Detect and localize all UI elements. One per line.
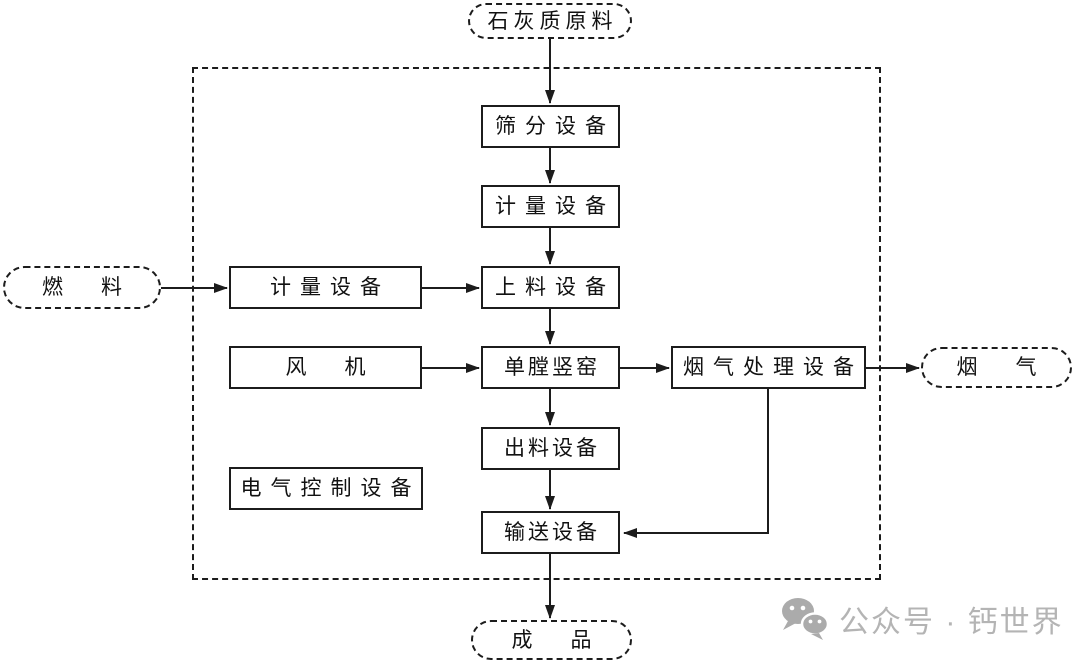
node-product-label: 成品: [511, 627, 630, 652]
node-metering-left-label: 计量设备: [270, 275, 390, 299]
node-flue-treatment-label: 烟气处理设备: [683, 355, 863, 379]
edge-flue-treatment-conveying: [623, 389, 769, 538]
node-electric-control-equipment: 电气控制设备: [229, 467, 423, 510]
wechat-icon: [782, 598, 830, 640]
node-discharge-equipment: 出料设备: [481, 427, 620, 470]
node-flue-gas-label: 烟气: [956, 355, 1075, 379]
watermark-text: 公众号 · 钙世界: [839, 606, 1064, 639]
node-flue-gas-treatment-equipment: 烟气处理设备: [671, 346, 866, 389]
node-conveying-label: 输送设备: [504, 520, 600, 544]
node-metering-center-label: 计量设备: [495, 194, 615, 218]
node-electric-control-label: 电气控制设备: [240, 476, 421, 500]
watermark: 公众号 · 钙世界: [779, 596, 1064, 642]
node-screening-label: 筛分设备: [495, 114, 615, 138]
node-fan: 风机: [229, 346, 422, 389]
system-boundary-box: [192, 67, 881, 580]
node-metering-equipment-center: 计量设备: [481, 185, 620, 228]
node-metering-equipment-left: 计量设备: [229, 266, 422, 309]
node-fan-label: 风机: [285, 355, 404, 379]
node-limestone-label: 石灰质原料: [487, 8, 618, 33]
node-shaft-kiln: 单膛竖窑: [481, 346, 620, 389]
node-fuel: 燃料: [3, 266, 161, 309]
node-feeding-label: 上料设备: [495, 275, 615, 299]
node-feeding-equipment: 上料设备: [481, 266, 620, 309]
node-screening-equipment: 筛分设备: [481, 105, 620, 148]
node-discharge-label: 出料设备: [504, 436, 600, 460]
node-product: 成品: [471, 620, 632, 660]
node-kiln-label: 单膛竖窑: [504, 355, 600, 379]
node-conveying-equipment: 输送设备: [481, 511, 620, 554]
node-fuel-label: 燃料: [42, 275, 160, 299]
node-flue-gas: 烟气: [921, 347, 1072, 388]
node-limestone-raw-material: 石灰质原料: [468, 3, 632, 39]
